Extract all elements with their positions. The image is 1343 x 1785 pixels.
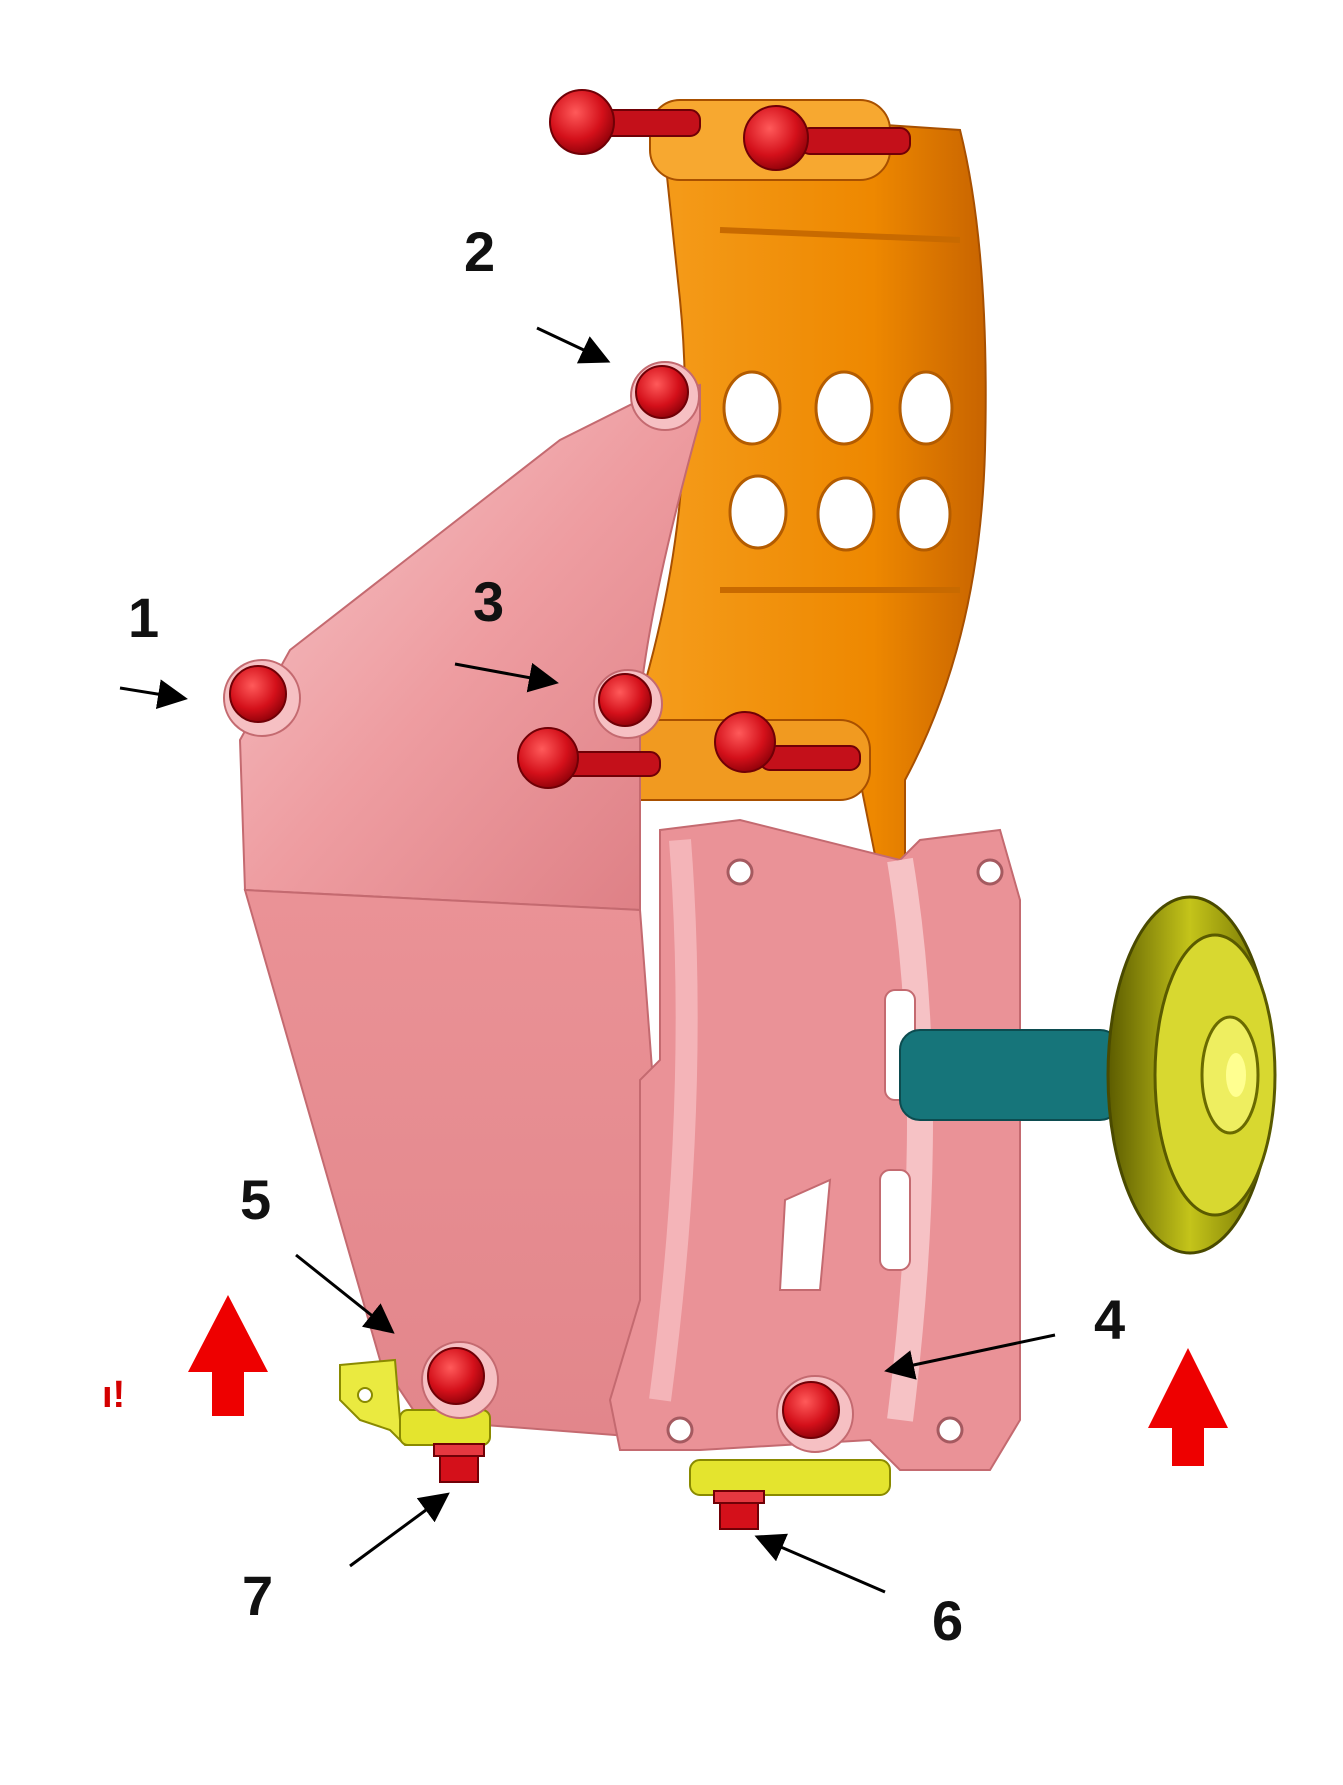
bolt-6 xyxy=(713,1490,765,1530)
cropped-red-text: ı! xyxy=(102,1374,126,1416)
bolt-top-right xyxy=(743,105,911,171)
callout-arrow-2 xyxy=(536,326,611,364)
bolt-lower-right xyxy=(714,711,861,773)
callout-label-3: 3 xyxy=(473,570,505,633)
callout-label-5: 5 xyxy=(240,1168,272,1231)
callout-arrow-1 xyxy=(119,679,188,709)
callout-label-4: 4 xyxy=(1094,1288,1126,1351)
bolt-2 xyxy=(630,361,700,431)
callout-label-1: 1 xyxy=(128,586,160,649)
bolt-7 xyxy=(433,1443,485,1483)
pulley-assembly xyxy=(899,895,1277,1255)
callout-arrow-5 xyxy=(295,1253,395,1334)
up-arrow-right-icon xyxy=(1148,1348,1228,1466)
callout-arrow-3 xyxy=(454,662,559,693)
callout-arrows xyxy=(119,326,1056,1594)
bolts xyxy=(223,89,911,1530)
bolt-top-left xyxy=(549,89,701,155)
callout-arrow-7 xyxy=(349,1492,450,1568)
callout-label-7: 7 xyxy=(242,1564,274,1627)
bolt-lower-left xyxy=(517,727,661,789)
bolt-4 xyxy=(776,1375,854,1453)
pink-main-bracket xyxy=(608,818,1021,1471)
callout-label-2: 2 xyxy=(464,220,496,283)
bolt-1 xyxy=(223,659,301,737)
bolt-5 xyxy=(421,1341,499,1419)
bolt-3 xyxy=(593,669,663,739)
yellow-base-plates xyxy=(339,1358,891,1496)
pink-mounting-plate xyxy=(238,383,701,1442)
callout-arrow-6 xyxy=(754,1533,886,1594)
orange-upper-bracket xyxy=(608,99,987,903)
callout-label-6: 6 xyxy=(932,1589,964,1652)
callout-arrow-4 xyxy=(884,1333,1056,1380)
up-arrow-left-icon xyxy=(188,1295,268,1416)
